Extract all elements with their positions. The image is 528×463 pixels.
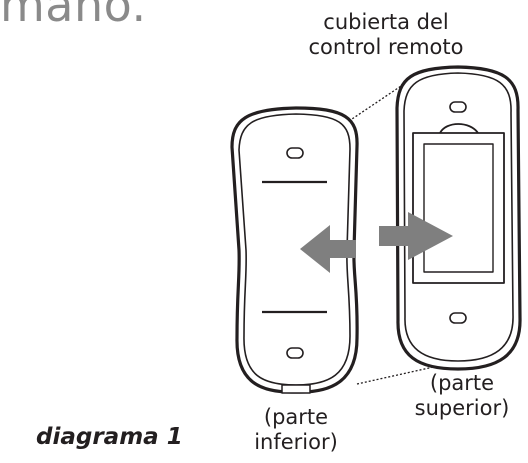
cover-caption: cubierta del control remoto	[250, 10, 522, 60]
arrow-left-icon	[300, 225, 356, 273]
arrow-right-icon	[379, 212, 453, 260]
diagram-label: diagrama 1	[36, 424, 183, 450]
dotted-leader-lines	[348, 79, 439, 385]
top-part-caption-line-2: superior)	[414, 396, 510, 420]
cover-caption-line-1: cubierta del	[323, 10, 449, 34]
top-part-caption-line-1: (parte	[429, 371, 495, 395]
bottom-part-caption: (parte inferior)	[228, 405, 364, 455]
remote-bottom-half	[230, 106, 359, 394]
remote-top-half	[395, 65, 522, 371]
cover-caption-line-2: control remoto	[308, 35, 464, 59]
top-part-caption: (parte superior)	[400, 371, 524, 421]
bottom-part-caption-line-1: (parte	[263, 405, 329, 429]
bottom-part-caption-line-2: inferior)	[254, 430, 338, 454]
heading-fragment: mano.	[0, 0, 147, 32]
